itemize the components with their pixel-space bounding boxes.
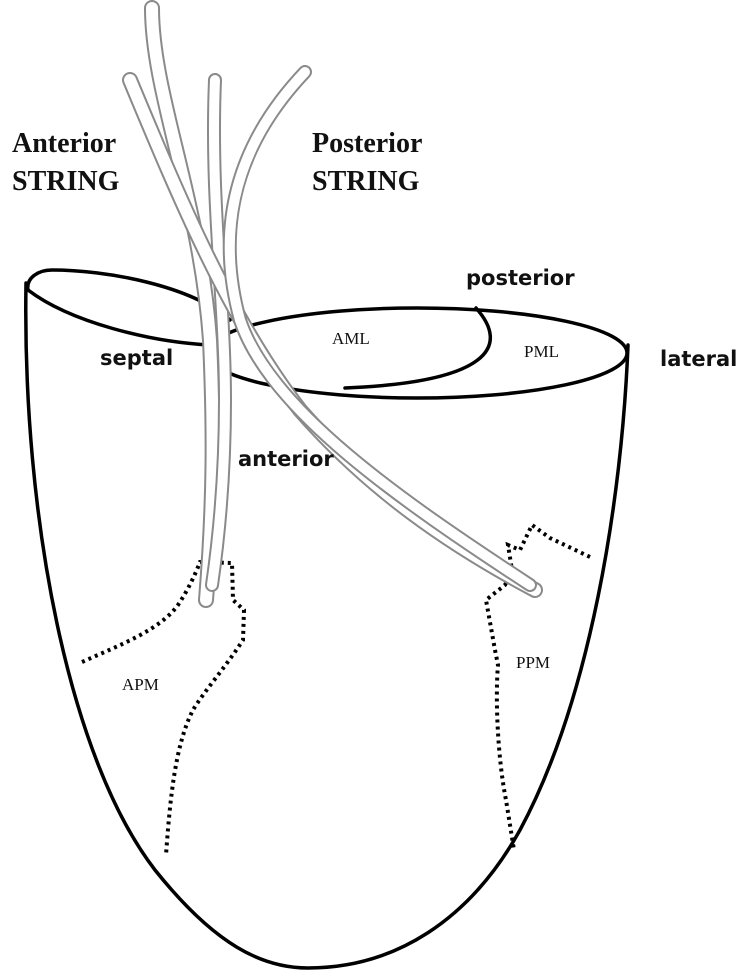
apm-label: APM: [122, 675, 159, 694]
posterior-string-label-line1: Posterior: [312, 128, 422, 159]
lateral-label: lateral: [660, 347, 737, 371]
ventricle-outline: [26, 283, 628, 968]
aml-label: AML: [332, 329, 370, 348]
ppm-label: PPM: [516, 653, 550, 672]
anterior-string-tubes: [152, 8, 225, 600]
pml-label: PML: [524, 342, 559, 361]
anterior-papillary-muscle: [82, 562, 244, 855]
anterior-label: anterior: [238, 447, 334, 471]
septal-label: septal: [100, 346, 173, 370]
leaflet-divider: [345, 308, 490, 388]
anterior-string-label-line1: Anterior: [12, 128, 116, 159]
posterior-label: posterior: [466, 266, 575, 290]
anterior-string-label-line2: STRING: [12, 166, 120, 197]
posterior-string-label-line2: STRING: [312, 166, 420, 197]
